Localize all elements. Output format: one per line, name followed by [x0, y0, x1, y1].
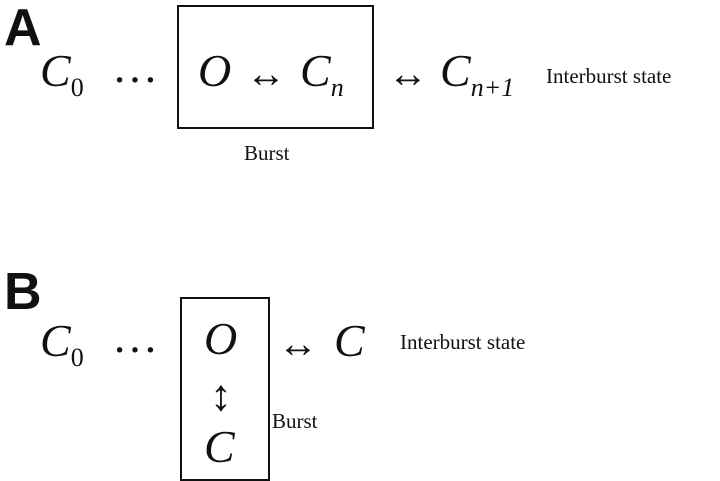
state-c: C — [300, 45, 331, 96]
panel-b-label: B — [4, 263, 42, 321]
state-c: C — [40, 45, 71, 96]
open-state: O — [204, 313, 238, 364]
next-closed-state: Cn+1 — [440, 48, 514, 101]
subscript: n+1 — [470, 73, 515, 102]
ellipsis: … — [112, 41, 158, 92]
burst-box — [177, 5, 374, 129]
bidirectional-arrow-icon: ↔ — [388, 51, 428, 96]
subscript: 0 — [70, 73, 84, 102]
subscript: n — [330, 73, 344, 102]
state-c: C — [440, 45, 471, 96]
burst-label: Burst — [244, 141, 290, 165]
burst-label: Burst — [272, 409, 318, 433]
interburst-closed-state: C — [334, 315, 365, 366]
panel-a-label: A — [4, 0, 42, 57]
interburst-label: Interburst state — [400, 330, 526, 354]
start-state: C0 — [40, 48, 84, 101]
interburst-label: Interburst state — [546, 64, 672, 88]
bidirectional-arrow-icon: ↔ — [246, 51, 286, 96]
open-state: O — [198, 45, 232, 96]
ellipsis: … — [112, 311, 158, 362]
subscript: 0 — [70, 343, 84, 372]
start-state: C0 — [40, 318, 84, 371]
vertical-bidirectional-arrow-icon: ↕ — [210, 371, 232, 420]
closed-state: C — [204, 421, 235, 472]
state-c: C — [40, 315, 71, 366]
closed-state-n: Cn — [300, 48, 344, 101]
bidirectional-arrow-icon: ↔ — [278, 321, 318, 366]
burst-box — [180, 297, 270, 481]
